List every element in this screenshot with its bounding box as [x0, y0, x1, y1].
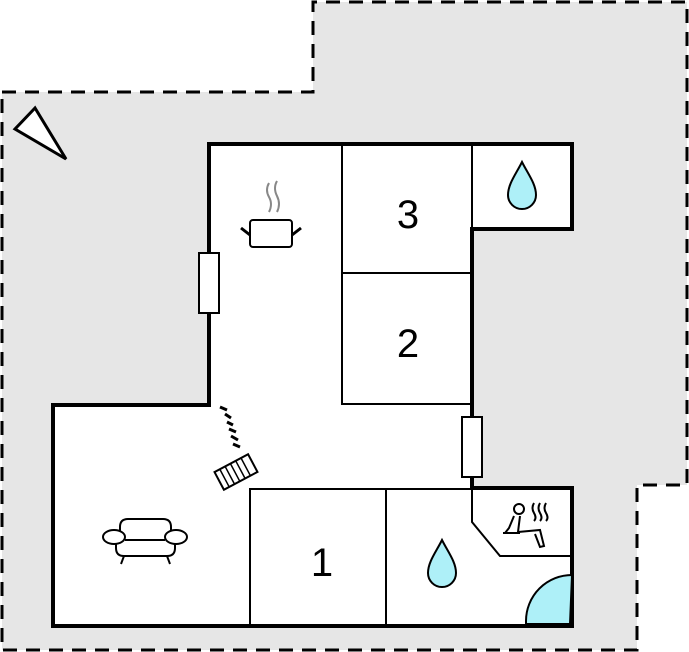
room-label-1: 1 — [311, 541, 333, 585]
cooking-pot-icon — [240, 180, 302, 248]
water-drop-icon — [426, 537, 458, 588]
window-right — [461, 416, 483, 478]
interior-walls — [249, 144, 572, 626]
north-arrow-icon — [12, 105, 68, 161]
building — [51, 142, 574, 628]
room-label-2: 2 — [397, 322, 419, 366]
fireplace-icon — [213, 405, 259, 492]
armchair-icon — [102, 518, 188, 565]
water-drop-icon — [506, 159, 538, 210]
shower-icon — [525, 573, 574, 625]
sauna-icon — [503, 502, 549, 549]
room-label-3: 3 — [397, 193, 419, 237]
window-left — [198, 252, 220, 314]
